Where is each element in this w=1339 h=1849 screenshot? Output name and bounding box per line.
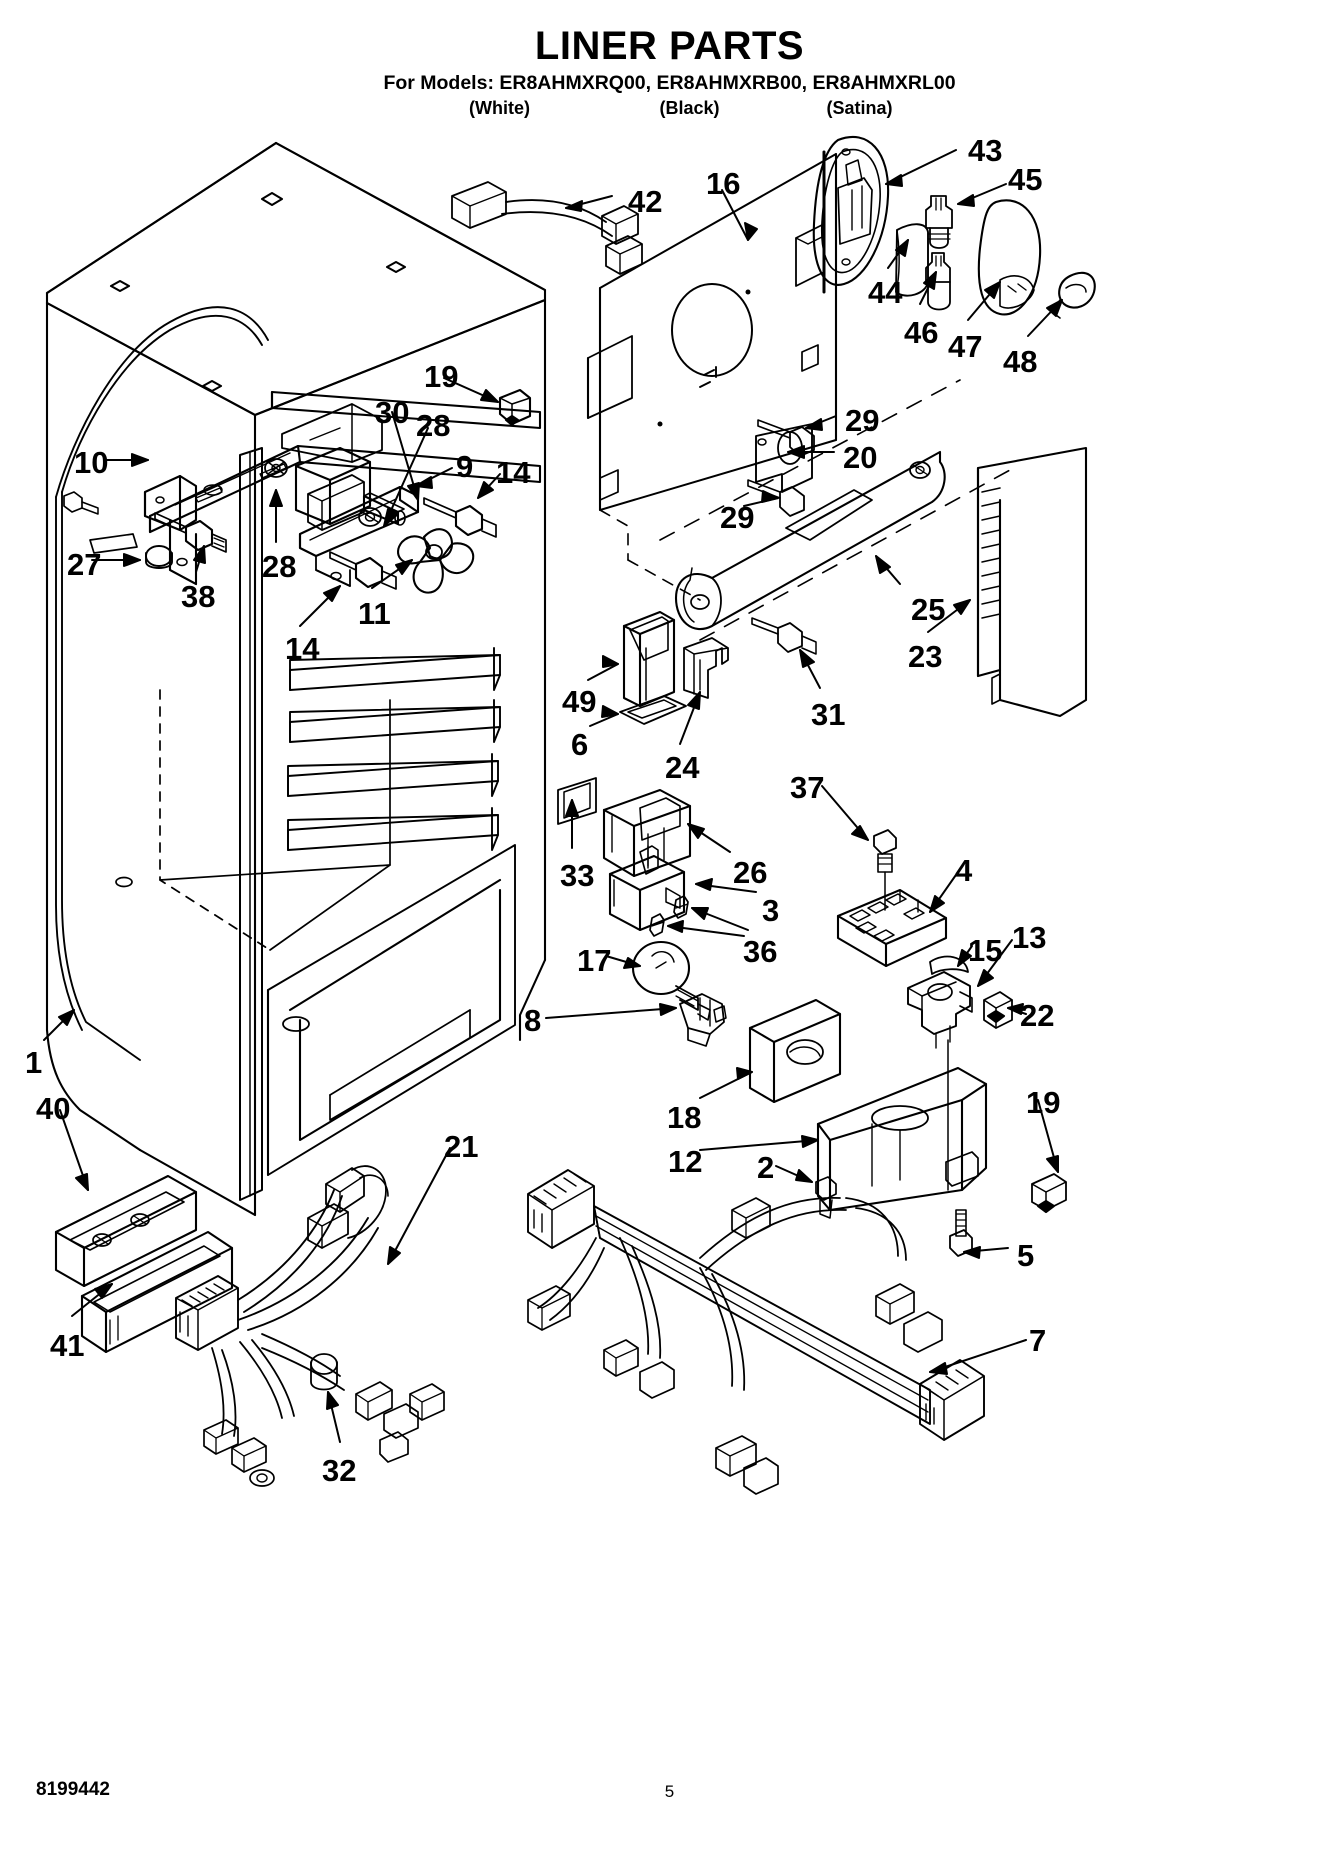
color-black: (Black) [659,98,720,118]
fan-blade [397,528,475,594]
callout-8: 8 [524,1003,542,1038]
callout-47: 47 [948,329,983,364]
wire-harness-left [175,1165,445,1487]
page-title: LINER PARTS [534,24,805,68]
rear-grille-panel [976,446,1088,718]
callout-29-lower: 29 [720,500,755,535]
leader-lines [43,149,1063,1443]
door-switch-harness [451,181,643,275]
callout-28-lower: 28 [262,549,297,584]
callout-48: 48 [1003,344,1038,379]
color-white: (White) [468,98,530,118]
callout-43: 43 [968,133,1003,168]
callout-19-upper: 19 [424,359,459,394]
shelf-frame-assembly [143,388,542,587]
callout-28-upper: 28 [416,408,451,443]
rear-air-duct-panel [586,152,838,601]
callout-45: 45 [1008,162,1043,197]
color-variants-row: (White) (Black) (Satina) [0,98,1339,119]
callout-46: 46 [904,315,939,350]
color-satina: (Satina) [826,98,893,118]
control-panel-grille [54,1174,234,1354]
callout-32: 32 [322,1453,357,1488]
callout-7: 7 [1029,1323,1047,1358]
callout-15: 15 [968,933,1003,968]
models-line: For Models: ER8AHMXRQ00, ER8AHMXRB00, ER… [383,72,956,94]
callout-16: 16 [706,166,741,201]
callout-44: 44 [868,275,903,310]
callout-6: 6 [571,727,589,762]
callout-14-lower: 14 [285,631,320,666]
callout-41: 41 [50,1328,85,1363]
bulb-and-socket [631,940,727,1047]
page-number: 5 [664,1782,675,1801]
callout-26: 26 [733,855,768,890]
callout-21: 21 [444,1129,479,1164]
callout-20: 20 [843,440,878,475]
callout-9: 9 [456,449,474,484]
callout-37: 37 [790,770,825,805]
callout-11: 11 [358,596,391,631]
callout-29-upper: 29 [845,403,880,438]
callout-24: 24 [665,750,700,785]
callout-36: 36 [743,934,778,969]
callout-25: 25 [911,592,946,627]
thermostat-control-group [836,829,1013,1191]
callout-40: 40 [36,1091,71,1126]
light-assembly-group [812,135,1096,319]
callout-19-lower: 19 [1026,1085,1061,1120]
callout-42: 42 [628,184,663,219]
callout-2: 2 [757,1150,775,1185]
callout-13: 13 [1012,920,1047,955]
callout-18: 18 [667,1100,702,1135]
document-number: 8199442 [36,1779,110,1800]
callout-4: 4 [955,853,973,888]
callout-27: 27 [67,547,102,582]
control-box-and-base [748,998,1067,1257]
callout-10: 10 [74,445,109,480]
evaporator-fan-motor [264,446,406,531]
callout-3: 3 [762,893,780,928]
callout-31: 31 [811,697,846,732]
callout-49: 49 [562,684,597,719]
callout-23: 23 [908,639,943,674]
electrical-connectors [557,610,729,937]
callout-1: 1 [25,1045,43,1080]
callout-30: 30 [375,395,410,430]
callout-17: 17 [577,943,612,978]
callout-22: 22 [1020,998,1055,1033]
callout-38: 38 [181,579,216,614]
callout-14-upper: 14 [496,455,531,490]
cabinet-liner-body [45,141,547,1217]
callout-33: 33 [560,858,595,893]
callout-5: 5 [1017,1238,1035,1273]
callout-12: 12 [668,1144,703,1179]
wire-harness-main [527,1169,985,1495]
